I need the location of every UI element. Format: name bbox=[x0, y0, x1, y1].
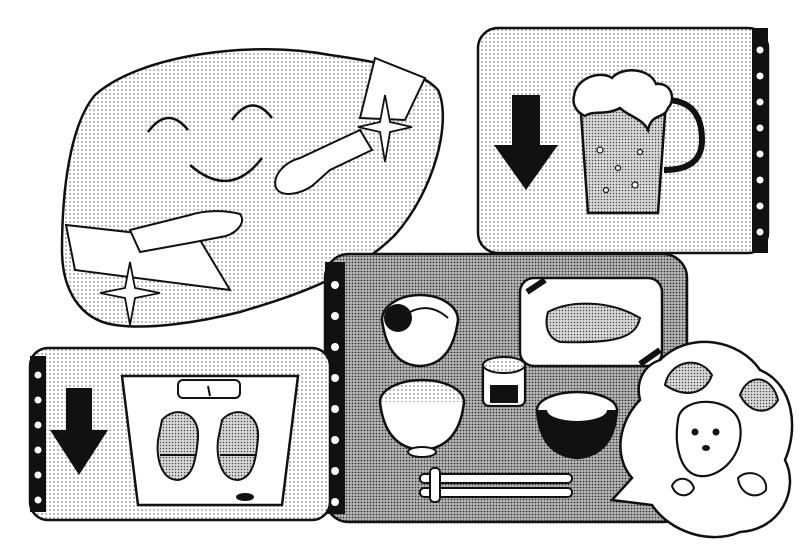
sparkle-icon bbox=[357, 94, 413, 163]
liver-mouth bbox=[189, 157, 263, 182]
noodle-bowl-icon bbox=[380, 293, 460, 368]
mouse-hand bbox=[736, 472, 768, 497]
film-holes bbox=[756, 46, 764, 236]
mascot-character bbox=[609, 340, 794, 539]
mouse-eye bbox=[691, 428, 699, 436]
sparkle-icon bbox=[99, 261, 161, 326]
liver-character bbox=[60, 48, 445, 328]
beer-mug-icon bbox=[572, 69, 706, 215]
mouse-nose bbox=[702, 445, 710, 451]
beer-panel bbox=[476, 26, 770, 255]
mouse-ear-left bbox=[663, 361, 714, 394]
mouse-ear-right bbox=[738, 378, 780, 412]
down-arrow-icon bbox=[494, 95, 558, 190]
scale-panel bbox=[28, 346, 332, 522]
miso-soup-icon bbox=[535, 390, 619, 460]
mouse-face bbox=[675, 400, 742, 478]
rice-bowl-icon bbox=[378, 378, 466, 458]
chopsticks-icon bbox=[419, 467, 573, 503]
mouse-eye bbox=[712, 428, 720, 436]
film-holes bbox=[331, 281, 339, 506]
scale-icon bbox=[120, 374, 300, 507]
liver-left-eye bbox=[146, 116, 189, 133]
side-dish-cup-icon bbox=[481, 356, 527, 408]
footprints-icon bbox=[156, 411, 260, 482]
liver-right-eye bbox=[230, 104, 273, 121]
liver-left-hand bbox=[128, 210, 244, 254]
down-arrow-icon bbox=[50, 388, 108, 475]
grilled-fish-icon bbox=[518, 276, 664, 368]
liver-right-hand bbox=[274, 128, 374, 195]
liver-sash bbox=[358, 56, 427, 122]
film-holes bbox=[34, 371, 42, 504]
mouse-hand bbox=[670, 477, 696, 497]
